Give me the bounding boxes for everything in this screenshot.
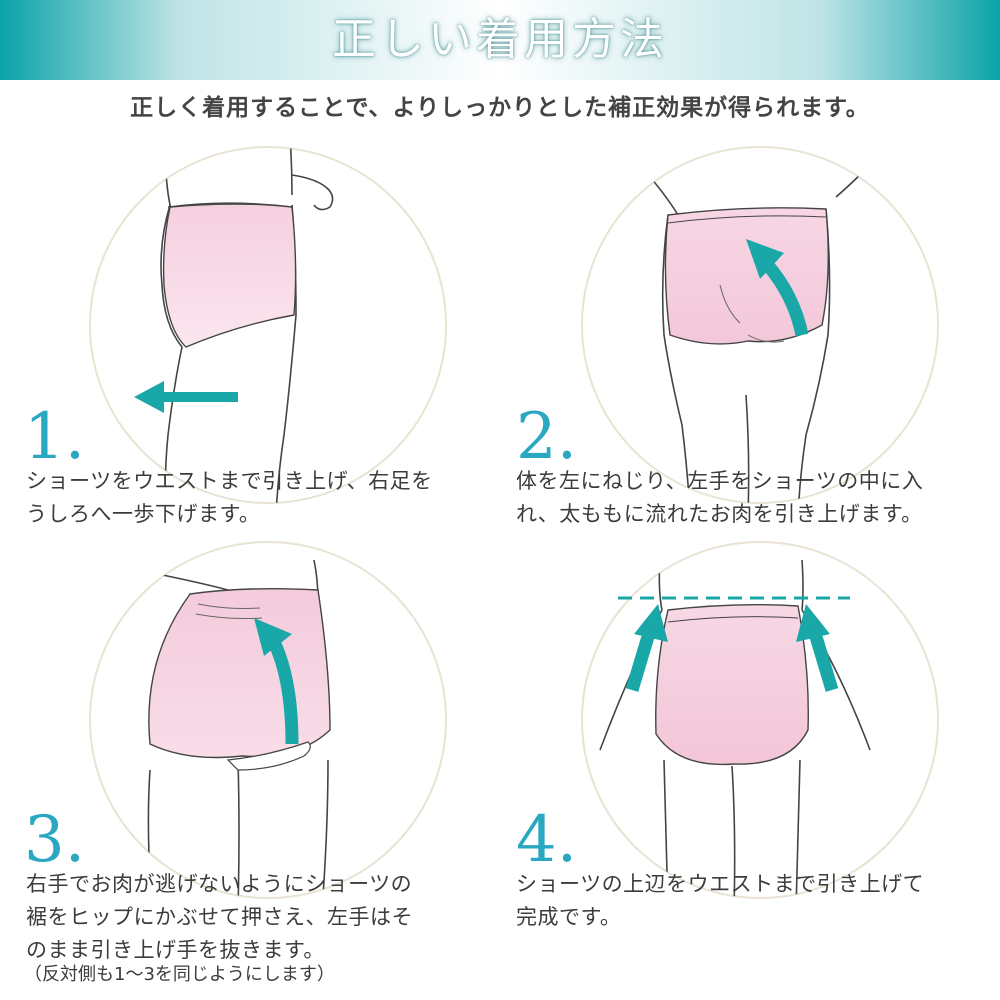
- step-3-number: 3.: [24, 803, 86, 877]
- step-4-text: ショーツの上辺をウエストまで引き上げて 完成です。: [516, 868, 996, 934]
- step-2-number: 2.: [516, 400, 578, 474]
- step-3-line-3: のまま引き上げ手を抜きます。: [26, 938, 325, 962]
- step-4-illustration: [581, 541, 939, 899]
- step-2-illustration: [581, 146, 939, 504]
- step-1-illustration: [89, 146, 447, 504]
- arrow-up-icon: [625, 604, 668, 692]
- step-2-line-2: れ、太ももに流れたお肉を引き上げます。: [516, 502, 923, 526]
- page-subtitle: 正しく着用することで、よりしっかりとした補正効果が得られます。: [130, 95, 870, 121]
- arrow-left-icon: [134, 381, 238, 413]
- step-4-line-2: 完成です。: [516, 905, 622, 929]
- page-title: 正しい着用方法: [332, 14, 668, 65]
- step-1-text: ショーツをウエストまで引き上げ、右足を うしろへ一歩下げます。: [26, 465, 486, 531]
- title-banner: [0, 0, 1000, 80]
- step-1-line-1: ショーツをウエストまで引き上げ、右足を: [26, 469, 433, 493]
- arrow-up-curve-icon: [746, 239, 809, 337]
- step-3-note: （反対側も1〜3を同じようにします）: [24, 964, 335, 985]
- step-2-text: 体を左にねじり、左手をショーツの中に入 れ、太ももに流れたお肉を引き上げます。: [516, 465, 996, 531]
- step-1-number: 1.: [24, 400, 86, 474]
- step-3-illustration: [89, 541, 447, 899]
- step-3-text: 右手でお肉が逃げないようにショーツの 裾をヒップにかぶせて押さえ、左手はそ のま…: [26, 868, 486, 967]
- step-3-line-1: 右手でお肉が逃げないようにショーツの: [26, 872, 413, 896]
- step-1-line-2: うしろへ一歩下げます。: [26, 502, 261, 526]
- arrow-up-curve-icon: [254, 618, 299, 745]
- step-4-line-1: ショーツの上辺をウエストまで引き上げて: [516, 872, 925, 896]
- step-3-line-2: 裾をヒップにかぶせて押さえ、左手はそ: [26, 905, 413, 929]
- step-2-line-1: 体を左にねじり、左手をショーツの中に入: [516, 469, 924, 493]
- step-4-number: 4.: [516, 803, 578, 877]
- arrow-up-icon: [796, 604, 839, 692]
